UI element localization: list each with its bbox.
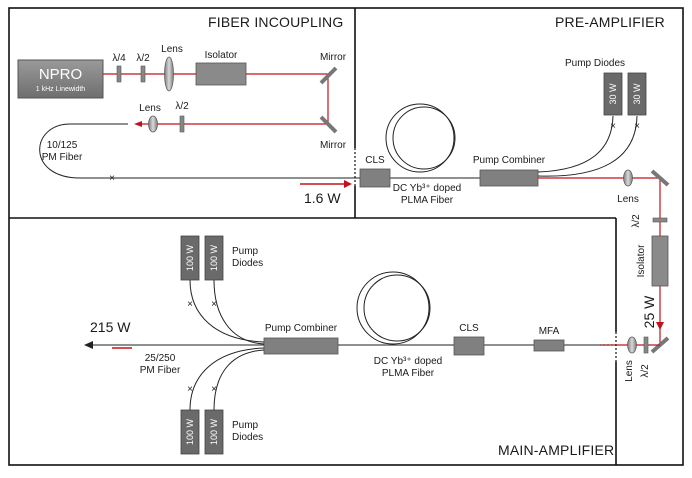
main-amp-fiber-coil: [356, 271, 431, 345]
main-amp-pump-diodes-bottom-line1: Pump: [232, 420, 259, 431]
pre-amp-diode-left-label: 30 W: [608, 83, 618, 105]
main-amp-half-wave-label: λ/2: [640, 364, 651, 378]
incoupling-pm-fiber: × 10/125 PM Fiber: [39, 123, 360, 184]
incoupling-lens-top: Lens: [161, 44, 183, 92]
half-wave-plate-top: λ/2: [136, 53, 150, 83]
incoupling-isolator: Isolator: [195, 50, 247, 86]
pre-amp-25w-arrow: 25 W: [641, 295, 664, 330]
main-amp-mfa-label: MFA: [539, 326, 560, 337]
main-amp-output-arrow: 215 W: [84, 319, 132, 349]
main-amp-half-wave: λ/2: [640, 336, 651, 378]
main-amp-output-power: 215 W: [90, 319, 131, 335]
pre-amp-lens: Lens: [617, 169, 639, 205]
main-amp-fiber-label-line1: 25/250: [145, 353, 176, 364]
main-amp-splice-br: ×: [211, 384, 217, 395]
main-amp-mfa: MFA: [533, 326, 565, 352]
main-amp-splice-tr: ×: [211, 299, 217, 310]
main-amp-pump-fibers: [189, 279, 265, 411]
pre-amp-pump-fibers: [537, 115, 638, 177]
main-amp-diode-bottom-left-label: 100 W: [185, 418, 195, 445]
main-amp-splice-tl: ×: [187, 299, 193, 310]
main-amp-diode-top-right: 100 W: [204, 235, 224, 281]
main-amp-lens-label: Lens: [624, 360, 635, 382]
outer-frame: [8, 7, 684, 466]
pre-amp-lens-label: Lens: [617, 194, 639, 205]
main-amp-fiber-doped-line1: DC Yb³⁺ doped: [374, 356, 442, 367]
main-amp-pump-diodes-top-line2: Diodes: [232, 258, 263, 269]
npro-title: NPRO: [39, 66, 82, 83]
fiber-splice-mark: ×: [109, 173, 115, 184]
main-amp-cls-label: CLS: [459, 323, 479, 334]
half-wave-plate-lower: λ/2: [175, 101, 189, 133]
section-title-pre-amplifier: PRE-AMPLIFIER: [555, 14, 665, 30]
main-amp-splice-bl: ×: [187, 384, 193, 395]
main-amp-diode-bottom-right: 100 W: [204, 409, 224, 455]
lens-label-top: Lens: [161, 44, 183, 55]
main-amp-diode-bottom-right-label: 100 W: [209, 418, 219, 445]
pre-amp-cls-label: CLS: [365, 155, 385, 166]
pre-amp-splice-right: ×: [634, 121, 640, 132]
half-wave-label-lower: λ/2: [175, 101, 189, 112]
npro-subtitle: 1 kHz Linewidth: [36, 86, 86, 93]
section-title-fiber-incoupling: FIBER INCOUPLING: [208, 14, 343, 30]
mirror-top: Mirror: [319, 52, 347, 85]
lens-label-lower: Lens: [139, 103, 161, 114]
pre-amp-pump-diodes-label: Pump Diodes: [565, 58, 625, 69]
pre-amp-isolator: Isolator: [636, 235, 669, 287]
incoupling-lens-lower: Lens: [139, 103, 161, 133]
mirror-bottom-label: Mirror: [320, 140, 347, 151]
pre-amp-pump-combiner-label: Pump Combiner: [473, 155, 546, 166]
main-amp-cls: CLS: [453, 323, 485, 356]
main-amp-fiber-doped-line2: PLMA Fiber: [382, 368, 435, 379]
half-wave-label-top: λ/2: [136, 53, 150, 64]
pre-amp-pump-diode-right: 30 W: [627, 72, 647, 116]
main-amp-pump-combiner-label: Pump Combiner: [265, 323, 338, 334]
main-amp-diode-top-right-label: 100 W: [209, 244, 219, 271]
power-arrow-1-6w: 1.6 W: [300, 180, 352, 206]
main-amp-pump-diodes-top-line1: Pump: [232, 246, 259, 257]
main-amp-pump-combiner: Pump Combiner: [263, 323, 339, 355]
output-power-label: 1.6 W: [304, 190, 341, 206]
main-amp-diode-top-left: 100 W: [180, 235, 200, 281]
pre-amp-splice-left: ×: [610, 121, 616, 132]
pre-amp-half-wave: λ/2: [631, 214, 668, 228]
section-title-main-amplifier: MAIN-AMPLIFIER: [498, 442, 614, 458]
pre-amp-half-wave-label: λ/2: [631, 214, 642, 228]
pre-amp-fiber-label-line2: PLMA Fiber: [401, 195, 454, 206]
section-frames: [8, 7, 684, 466]
npro-laser: NPRO 1 kHz Linewidth: [17, 59, 104, 99]
pre-amp-fiber-coil: [385, 103, 480, 179]
quarter-wave-plate: λ/4: [112, 53, 126, 83]
main-amp-fiber-label-line2: PM Fiber: [140, 365, 181, 376]
pre-amp-power-label: 25 W: [641, 295, 657, 328]
pre-amp-diode-right-label: 30 W: [632, 83, 642, 105]
main-amp-pump-diodes-bottom-line2: Diodes: [232, 432, 263, 443]
pre-amp-mirror: [650, 169, 670, 187]
main-amp-diode-bottom-left: 100 W: [180, 409, 200, 455]
pre-amp-cls: CLS: [359, 155, 391, 188]
quarter-wave-label: λ/4: [112, 53, 126, 64]
fiber-label-line2: PM Fiber: [42, 152, 83, 163]
pre-amp-pump-combiner: Pump Combiner: [473, 155, 546, 187]
pre-amp-pump-diode-left: 30 W: [603, 72, 623, 116]
isolator-label: Isolator: [205, 50, 238, 61]
fiber-label-line1: 10/125: [47, 140, 78, 151]
pre-amp-isolator-label: Isolator: [636, 244, 647, 277]
mirror-top-label: Mirror: [320, 52, 347, 63]
main-amp-lens: Lens: [624, 336, 637, 382]
mirror-bottom: Mirror: [319, 115, 347, 151]
pre-amp-fiber-label-line1: DC Yb³⁺ doped: [393, 183, 461, 194]
main-amp-diode-top-left-label: 100 W: [185, 244, 195, 271]
